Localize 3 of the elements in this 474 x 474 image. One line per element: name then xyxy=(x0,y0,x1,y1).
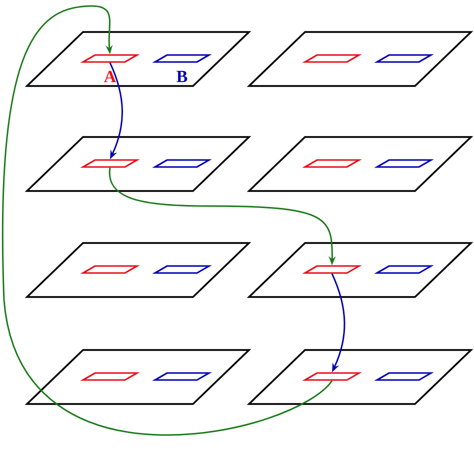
plate-letter: B xyxy=(176,70,188,82)
plate-letter: A xyxy=(104,70,116,82)
curved-arrow xyxy=(2,5,333,436)
